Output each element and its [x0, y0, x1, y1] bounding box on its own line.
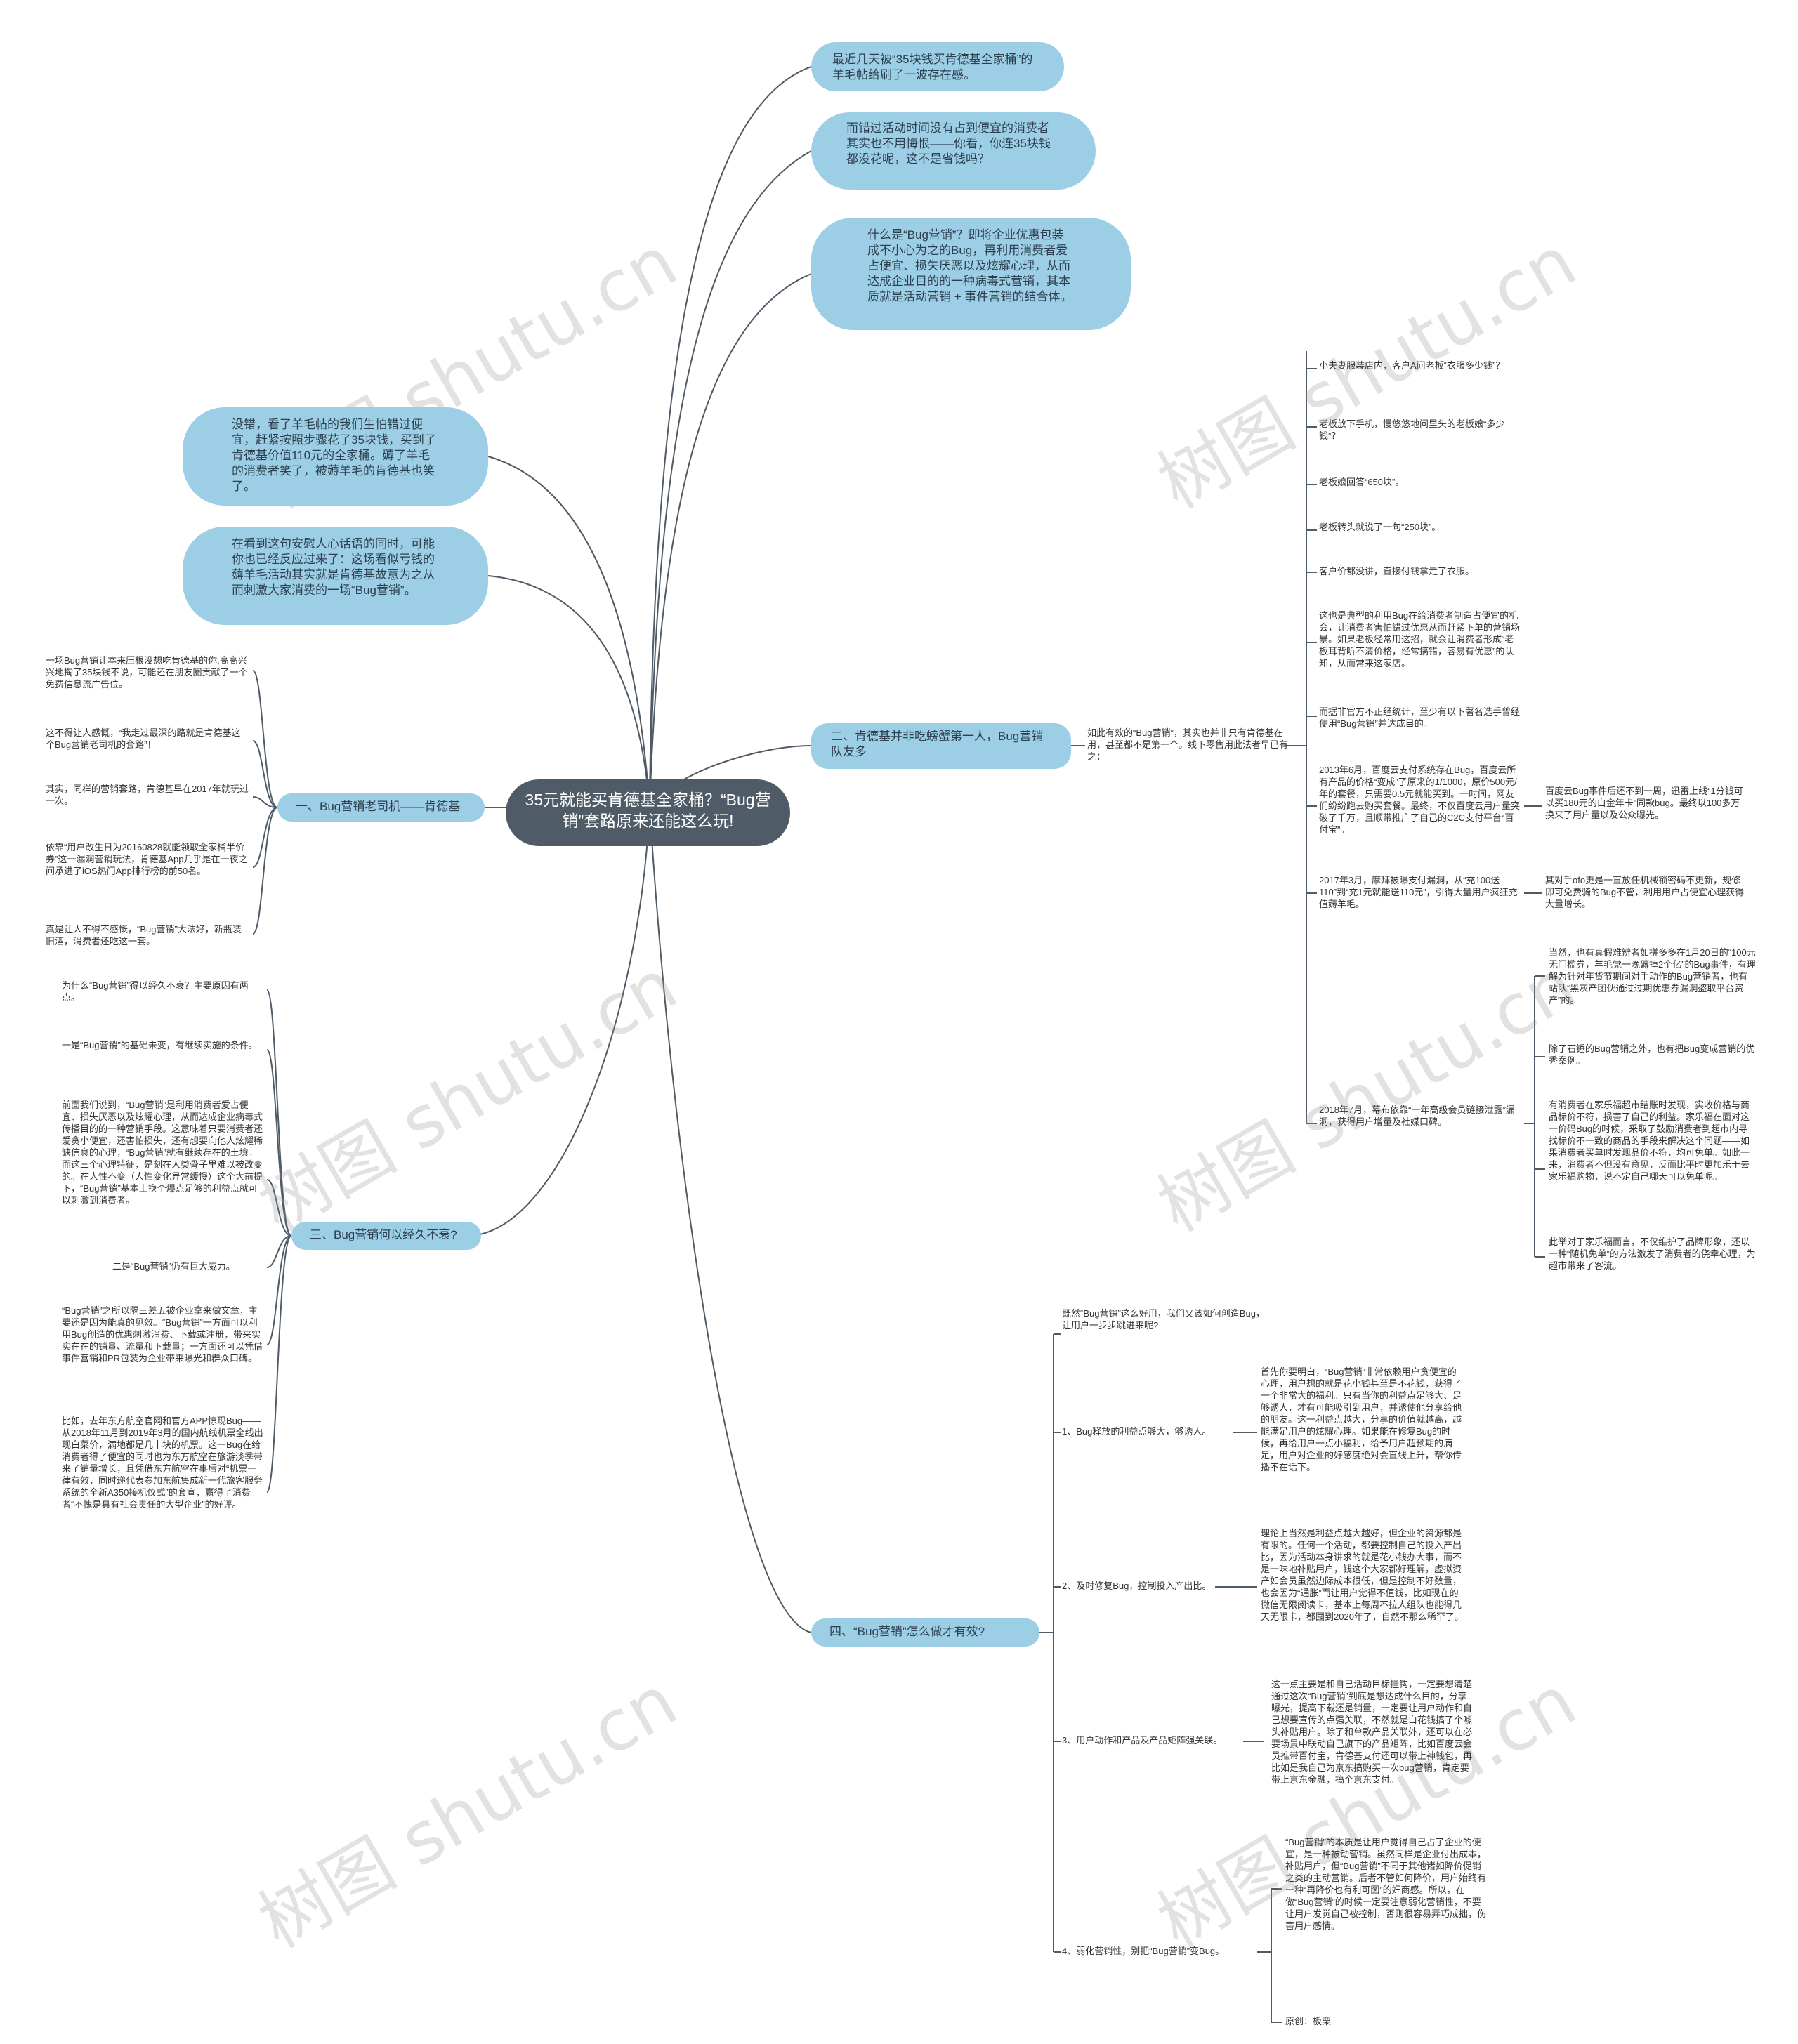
branch-1[interactable]: 一、Bug营销老司机——肯德基 — [277, 793, 485, 822]
branch-3-leaf: “Bug营销”之所以隔三差五被企业拿来做文章，主要还是因为能真的见效。“Bug营… — [62, 1305, 263, 1364]
top-bubble-2[interactable]: 而错过活动时间没有占到便宜的消费者其实也不用悔恨——你看，你连35块钱都没花呢，… — [811, 112, 1096, 190]
branch-2-leaf: 这也是典型的利用Bug在给消费者制造占便宜的机会，让消费者害怕错过优惠从而赶紧下… — [1319, 610, 1521, 668]
branch-4-source: 原创：板栗 — [1285, 2016, 1332, 2026]
branch-4-item-title: 3、用户动作和产品及产品矩阵强关联。 — [1062, 1735, 1223, 1746]
branch-1-leaf: 一场Bug营销让本来压根没想吃肯德基的你,高高兴兴地掏了35块钱不说，可能还在朋… — [46, 655, 248, 690]
branch-1-leaf: 依靠“用户改生日为20160828就能领取全家桶半价券”这一漏洞营销玩法，肯德基… — [46, 842, 248, 876]
branch-2-leaf: 2017年3月，摩拜被曝支付漏洞，从“充100送110”到“充1元就能送110元… — [1319, 875, 1518, 909]
left-bubble-2[interactable]: 在看到这句安慰人心话语的同时，可能你也已经反应过来了：这场看似亏钱的薅羊毛活动其… — [183, 527, 488, 625]
branch-2-leaf: 老板转头就说了一句“250块”。 — [1319, 522, 1441, 532]
branch-4-item-title: 2、及时修复Bug，控制投入产出比。 — [1062, 1581, 1212, 1591]
branch-2-sub-mubu: 有消费者在家乐福超市结账时发现，实收价格与商品标价不符，损害了自己的利益。家乐福… — [1549, 1100, 1750, 1182]
branch-1-leaf: 真是让人不得不感慨，“Bug营销”大法好，新瓶装旧酒，消费者还吃这一套。 — [46, 924, 242, 947]
branch-2-sub-mubu: 此举对于家乐福而言，不仅维护了品牌形象，还以一种“随机免单”的方法激发了消费者的… — [1549, 1237, 1756, 1271]
branch-4[interactable]: 四、“Bug营销”怎么做才有效? — [811, 1618, 1039, 1647]
central-topic[interactable]: 35元就能买肯德基全家桶？“Bug营销”套路原来还能这么玩! — [506, 779, 790, 846]
branch-3-leaf: 比如，去年东方航空官网和官方APP惊现Bug——从2018年11月到2019年3… — [62, 1416, 263, 1510]
branch-2-sub-mubu: 当然，也有真假难辨者如拼多多在1月20日的“100元无门槛券，羊毛党一晚薅掉2个… — [1549, 947, 1756, 1005]
branch-3-leaf: 二是“Bug营销”仍有巨大威力。 — [112, 1261, 235, 1272]
top-bubble-1[interactable]: 最近几天被“35块钱买肯德基全家桶”的羊毛帖给刷了一波存在感。 — [811, 42, 1064, 91]
branch-2-sub-mubu: 除了石锤的Bug营销之外，也有把Bug变成营销的优秀案例。 — [1549, 1043, 1755, 1066]
branch-4-item-text: 首先你要明白，“Bug营销”非常依赖用户贪便宜的心理，用户想的就是花小钱甚至是不… — [1261, 1366, 1462, 1472]
branch-4-item-text: 这一点主要是和自己活动目标挂钩，一定要想清楚通过这次“Bug营销”到底是想达成什… — [1271, 1679, 1473, 1785]
branch-2-sub-mobike: 其对手ofo更是一直放任机械锁密码不更新，规修即可免费骑的Bug不管，利用用户占… — [1545, 875, 1745, 909]
branch-2-leaf: 2013年6月，百度云支付系统存在Bug，百度云所有产品的价格“变成”了原来的1… — [1319, 765, 1521, 835]
branch-1-leaf: 这不得让人感慨，“我走过最深的路就是肯德基这个Bug营销老司机的套路”！ — [46, 727, 241, 750]
branch-4-item-text: 理论上当然是利益点越大越好，但企业的资源都是有限的。任何一个活动，都要控制自己的… — [1261, 1528, 1464, 1622]
branch-2-leaf: 客户价都没讲，直接付钱拿走了衣服。 — [1319, 566, 1475, 576]
branch-4-item-title: 1、Bug释放的利益点够大，够诱人。 — [1062, 1426, 1212, 1437]
branch-2-leaf: 而据非官方不正经统计，至少有以下著名选手曾经使用“Bug营销”并达成目的。 — [1319, 706, 1521, 729]
branch-3[interactable]: 三、Bug营销何以经久不衰? — [291, 1222, 481, 1250]
branch-2-sub-baidu: 百度云Bug事件后还不到一周，迅雷上线“1分钱可以买180元的白金年卡”同款bu… — [1545, 786, 1743, 820]
branch-2[interactable]: 二、肯德基并非吃螃蟹第一人，Bug营销队友多 — [811, 723, 1071, 769]
branch-2-leaf: 2018年7月，幕布依靠“一年高级会员链接泄露”漏洞，获得用户增量及社媒口碑。 — [1319, 1105, 1515, 1127]
left-bubble-1[interactable]: 没错，看了羊毛帖的我们生怕错过便宜，赶紧按照步骤花了35块钱，买到了肯德基价值1… — [183, 407, 488, 506]
top-bubble-3[interactable]: 什么是“Bug营销”？即将企业优惠包装成不小心为之的Bug，再利用消费者爱占便宜… — [811, 218, 1131, 330]
branch-4-item-text: “Bug营销”的本质是让用户觉得自己占了企业的便宜，是一种被动营销。虽然同样是企… — [1285, 1837, 1487, 1931]
branch-2-leaf: 小夫妻服装店内，客户A问老板“衣服多少钱”？ — [1319, 360, 1505, 371]
branch-2-intro: 如此有效的“Bug营销”，其实也并非只有肯德基在用，甚至都不是第一个。线下零售用… — [1087, 727, 1289, 762]
branch-3-leaf: 一是“Bug营销”的基础未变，有继续实施的条件。 — [62, 1040, 258, 1050]
branch-2-leaf: 老板娘回答“650块”。 — [1319, 477, 1405, 487]
branch-3-leaf: 为什么“Bug营销”得以经久不衰？主要原因有两点。 — [62, 980, 249, 1003]
branch-2-leaf: 老板放下手机，慢悠悠地问里头的老板娘“多少钱”？ — [1319, 418, 1505, 441]
branch-1-leaf: 其实，同样的营销套路，肯德基早在2017年就玩过一次。 — [46, 784, 249, 806]
branch-4-item-title: 4、弱化营销性，别把“Bug营销”变Bug。 — [1062, 1946, 1225, 1956]
branch-3-leaf: 前面我们说到，“Bug营销”是利用消费者爱占便宜、损失厌恶以及炫耀心理，从而达成… — [62, 1100, 263, 1206]
branch-4-intro: 既然“Bug营销”这么好用，我们又该如何创造Bug，让用户一步步跳进来呢? — [1062, 1308, 1265, 1331]
